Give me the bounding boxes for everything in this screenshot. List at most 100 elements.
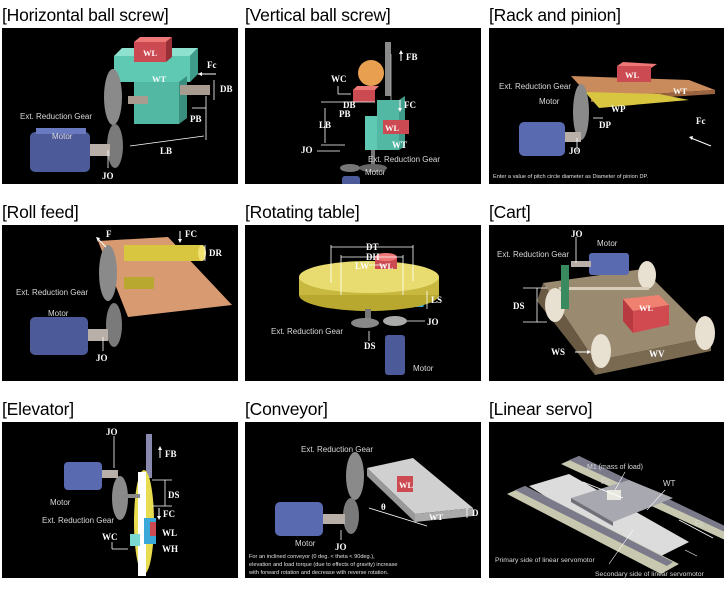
- motor: [342, 176, 360, 184]
- counterweight-rod: [146, 434, 152, 478]
- label-ws: WS: [551, 347, 565, 357]
- label-dp: DP: [599, 120, 611, 130]
- label-ext-reduction-gear: Ext. Reduction Gear: [368, 155, 440, 164]
- wheel: [591, 334, 611, 368]
- label-fc: FC: [185, 229, 197, 239]
- label-jo: JO: [335, 542, 347, 552]
- label-motor: Motor: [48, 309, 69, 318]
- motor: [275, 502, 345, 536]
- diagram-horizontal-ball-screw: WL WT Ext. Reduction Gear Motor Fc DB: [2, 28, 238, 184]
- label-fb: FB: [165, 449, 177, 459]
- note-line: elevation and load torque (due to effect…: [249, 562, 398, 568]
- note-text: Enter a value of pitch circle diameter a…: [493, 174, 648, 180]
- label-fc: Fc: [207, 60, 217, 70]
- motor: [519, 122, 581, 156]
- reduction-gear-large: [346, 452, 364, 500]
- label-secondary-side: Secondary side of linear servomotor: [595, 571, 705, 578]
- load-block: [134, 37, 172, 62]
- panel-rotating-table: [Rotating table] WL DT: [245, 199, 481, 396]
- label-jo: JO: [571, 229, 583, 239]
- label-db: DB: [220, 84, 233, 94]
- motor: [64, 462, 118, 490]
- label-ext-reduction-gear: Ext. Reduction Gear: [497, 250, 569, 259]
- label-jo: JO: [427, 317, 439, 327]
- label-fb: FB: [406, 52, 418, 62]
- label-wp: WP: [611, 104, 626, 114]
- label-fc: Fc: [696, 116, 706, 126]
- label-wl: WL: [639, 303, 654, 313]
- label-wt: WT: [663, 479, 676, 488]
- note-line: For an inclined conveyor (0 deg. < theta…: [249, 554, 375, 560]
- label-jo: JO: [102, 171, 114, 181]
- label-ext-reduction-gear: Ext. Reduction Gear: [42, 516, 114, 525]
- label-motor: Motor: [413, 364, 434, 373]
- wheel: [638, 261, 656, 289]
- panel-title: [Cart]: [489, 202, 531, 222]
- label-ext-reduction-gear: Ext. Reduction Gear: [16, 288, 88, 297]
- panel-cart: [Cart] WL JO: [489, 199, 724, 396]
- panel-horizontal-ball-screw: [Horizontal ball screw] WL WT: [2, 2, 238, 199]
- label-ext-reduction-gear: Ext. Reduction Gear: [301, 445, 373, 454]
- panel-rack-and-pinion: [Rack and pinion] WL WT Ext. Reduction G…: [489, 2, 724, 199]
- label-dt: DT: [366, 242, 379, 252]
- label-dr: DR: [209, 248, 222, 258]
- label-wt: WT: [429, 512, 444, 522]
- label-fc-right: Fc: [695, 519, 704, 528]
- label-primary-side: Primary side of linear servomotor: [495, 557, 595, 564]
- load-block: [397, 476, 413, 492]
- label-wt: WT: [673, 86, 688, 96]
- diagram-rack-and-pinion: WL WT Ext. Reduction Gear Motor WP DP Fc…: [489, 28, 724, 184]
- label-ds: DS: [513, 301, 525, 311]
- label-wl: WL: [143, 48, 158, 58]
- reduction-gear-large: [104, 69, 122, 125]
- load-mass: [607, 490, 621, 500]
- panel-roll-feed: [Roll feed] Ext. Reduction Gear Motor F …: [2, 199, 238, 396]
- conveyor-belt: [367, 458, 473, 522]
- panel-title: [Elevator]: [2, 399, 74, 419]
- diagram-elevator: JO FB Motor DS FC Ext. Reduction Gear WL…: [2, 422, 238, 578]
- panel-vertical-ball-screw: [Vertical ball screw] WL: [245, 2, 481, 199]
- label-wl: WL: [399, 480, 414, 490]
- pulley: [358, 60, 384, 86]
- panel-linear-servo: [Linear servo] M1 (mass of load) Fc: [489, 396, 724, 593]
- guide-rod: [385, 42, 391, 96]
- rail-front: [507, 486, 679, 574]
- label-wl: WL: [625, 70, 640, 80]
- label-fc: FC: [163, 509, 175, 519]
- load-block: [150, 522, 156, 536]
- diagram-roll-feed: Ext. Reduction Gear Motor F FC DR JO: [2, 225, 238, 381]
- label-jo: JO: [106, 427, 118, 437]
- label-ds: DS: [364, 341, 376, 351]
- panel-title: [Roll feed]: [2, 202, 79, 222]
- label-d: D: [472, 508, 479, 518]
- label-motor: Motor: [295, 539, 316, 548]
- motor: [30, 128, 110, 172]
- axle: [559, 287, 649, 290]
- label-wh: WH: [162, 544, 178, 554]
- counterweight: [130, 534, 140, 546]
- label-ext-reduction-gear: Ext. Reduction Gear: [20, 112, 92, 121]
- label-ext-reduction-gear: Ext. Reduction Gear: [499, 82, 571, 91]
- panel-conveyor: [Conveyor] WL WT Ext. Reduction Gear θ: [245, 396, 481, 593]
- diagram-rotating-table: WL DT DH LW LS JO Ext. Reduction Gear DS: [245, 225, 481, 381]
- load-block: [617, 62, 657, 82]
- label-f: F: [106, 229, 112, 239]
- work-table: [571, 480, 673, 526]
- reduction-gear: [359, 164, 387, 172]
- panel-title: [Conveyor]: [245, 399, 328, 419]
- label-pb: PB: [339, 109, 351, 119]
- label-fc-left: Fc: [601, 477, 610, 486]
- label-wc: WC: [331, 74, 347, 84]
- label-lw: LW: [355, 261, 369, 271]
- load-block: [623, 295, 669, 333]
- label-jo: JO: [301, 145, 313, 155]
- label-motor: Motor: [539, 97, 560, 106]
- label-db: DB: [343, 100, 356, 110]
- reduction-gear-large: [99, 245, 117, 301]
- wheel: [545, 288, 565, 322]
- reduction-gear-small: [343, 498, 359, 534]
- label-ls: LS: [431, 295, 442, 305]
- label-wt: WT: [392, 140, 407, 150]
- diagram-linear-servo: M1 (mass of load) Fc WT Fc Primary side …: [489, 422, 724, 578]
- chain-belt: [561, 265, 569, 309]
